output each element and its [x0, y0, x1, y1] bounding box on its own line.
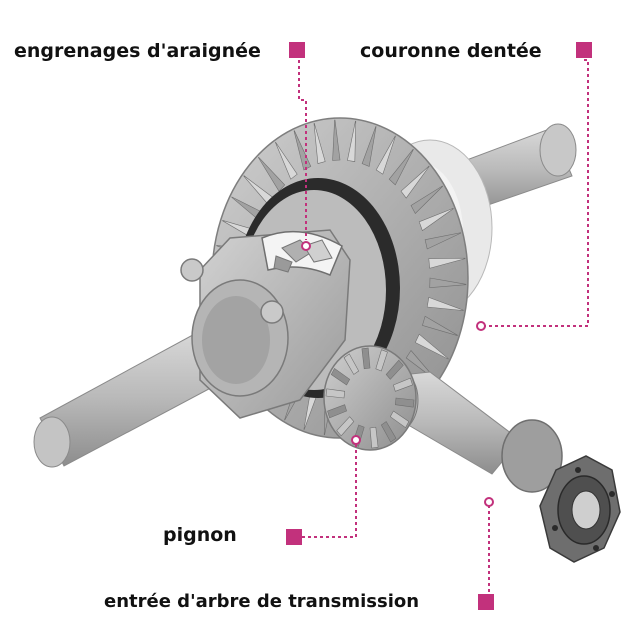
ring-gear-tooth: [375, 135, 396, 175]
endpoint-driveshaft: [484, 497, 494, 507]
ring-gear-tooth: [275, 141, 298, 180]
label-ring-gear: couronne dentée: [360, 40, 542, 62]
leader-spider-gears: [298, 60, 307, 240]
ring-gear-tooth: [414, 333, 449, 360]
carrier-housing: [180, 229, 351, 419]
marker-ring-gear: [576, 42, 592, 58]
label-driveshaft-input: entrée d'arbre de transmission: [104, 591, 420, 612]
endpoint-pinion: [351, 435, 361, 445]
pinion-tooth: [380, 421, 397, 443]
ring-gear-tooth: [410, 185, 443, 214]
ring-gear-tooth: [388, 148, 414, 186]
ring-gear-tooth: [424, 232, 462, 250]
ring-gear-tooth: [347, 120, 357, 162]
ring-gear-tooth: [258, 156, 286, 192]
pinion-tooth: [385, 359, 404, 380]
ring-gear-tooth: [361, 126, 377, 167]
ring-gear-tooth: [313, 122, 326, 164]
marker-driveshaft-input: [478, 594, 494, 610]
pinion-tooth: [325, 388, 346, 399]
pinion-tooth: [393, 377, 413, 392]
endpoint-spider-gears: [301, 241, 311, 251]
leader-endpoints: [301, 241, 494, 507]
ring-gear-tooth: [332, 119, 341, 161]
leader-pinion: [302, 440, 357, 538]
endpoint-ring-gear: [476, 321, 486, 331]
label-pinion: pignon: [163, 524, 237, 546]
pinion-tooth: [389, 410, 410, 429]
pinion-tooth: [369, 426, 379, 449]
leader-ring-gear: [481, 59, 589, 327]
ring-gear-tooth: [428, 257, 466, 269]
ring-gear-tooth: [293, 130, 312, 171]
pinion-tooth: [394, 397, 415, 408]
marker-spider-gears: [289, 42, 305, 58]
pinion-tooth: [327, 404, 347, 419]
marker-pinion: [286, 529, 302, 545]
pinion-gear: [323, 345, 417, 451]
label-spider-gears: engrenages d'araignée: [14, 40, 261, 62]
ring-gear-tooth: [400, 165, 430, 199]
drive-flange: [539, 455, 621, 563]
ring-gear-tooth: [422, 315, 458, 336]
pinion-tooth: [343, 353, 360, 375]
ring-gear-tooth: [429, 277, 467, 289]
pinion-tooth: [336, 416, 355, 437]
ring-gear-tooth: [418, 208, 454, 232]
ring-gear-tooth: [426, 296, 464, 311]
pinion-tooth: [375, 349, 388, 372]
leader-driveshaft: [487, 504, 490, 603]
pinion-tooth: [330, 367, 351, 386]
pinion-tooth: [361, 347, 371, 370]
pinion-teeth: [325, 347, 415, 449]
